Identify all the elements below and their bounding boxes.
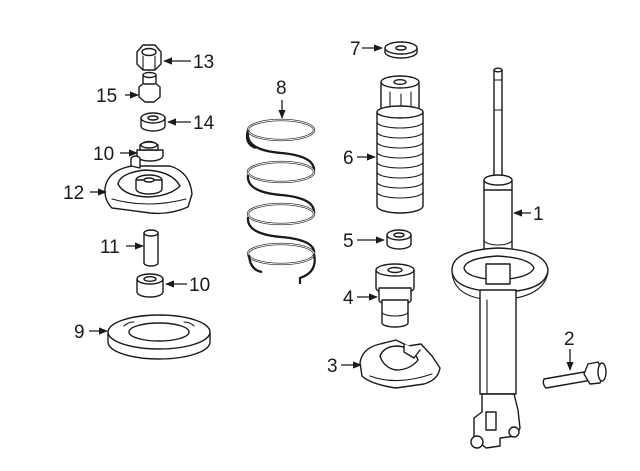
- callout-12: 12: [63, 183, 84, 204]
- callout-6: 6: [343, 148, 354, 169]
- callout-labels: 13 15 14 10 12 11 10 9 8 7 6 5 4 3 1 2: [63, 39, 575, 377]
- callout-3: 3: [327, 356, 338, 377]
- part-11-sleeve: [143, 229, 159, 267]
- part-15-nut: [138, 71, 161, 103]
- leader-lines: [89, 44, 574, 371]
- part-7-washer: [384, 41, 418, 59]
- callout-15: 15: [96, 86, 117, 107]
- callout-9: 9: [74, 322, 85, 343]
- part-13-nut: [136, 44, 162, 71]
- part-2-bolt: [542, 361, 607, 389]
- part-12-upper-mount: [104, 155, 193, 215]
- part-9-spring-insulator: [107, 314, 211, 360]
- part-6-dust-boot: [376, 75, 424, 214]
- part-10-bushing-upper: [136, 140, 164, 162]
- part-5-bump-stop-cap: [386, 229, 412, 250]
- callout-2: 2: [564, 329, 575, 350]
- callout-11: 11: [100, 237, 120, 258]
- part-8-coil-spring: [245, 118, 316, 284]
- callout-10-lower: 10: [189, 275, 210, 296]
- callout-13: 13: [193, 52, 214, 73]
- part-10-bushing-lower: [136, 273, 164, 298]
- callout-5: 5: [343, 231, 354, 252]
- part-14-washer: [140, 112, 166, 132]
- part-3-lower-spring-seat: [359, 339, 441, 389]
- callout-14: 14: [193, 113, 215, 134]
- part-4-bump-stop: [375, 263, 415, 328]
- callout-1: 1: [533, 204, 544, 225]
- part-1-shock-absorber: [451, 67, 549, 449]
- callout-4: 4: [343, 288, 354, 309]
- callout-10-upper: 10: [93, 144, 114, 165]
- callout-7: 7: [350, 39, 361, 60]
- callout-8: 8: [276, 78, 287, 99]
